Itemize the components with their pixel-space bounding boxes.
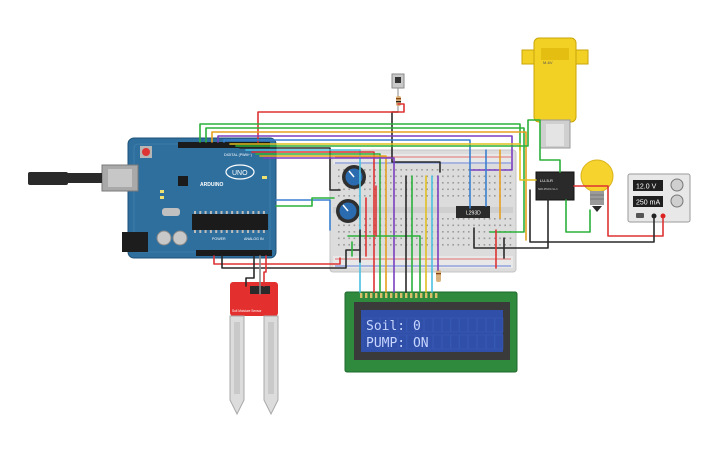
soil-moisture-sensor: Soil Moisture Sensor xyxy=(229,282,279,416)
arduino-brand-label: ARDUINO xyxy=(200,182,223,188)
relay-module: LU-5-R SRD-05VDC-SL-C xyxy=(535,171,575,201)
wire-9 xyxy=(235,119,561,173)
relay-sub-label: SRD-05VDC-SL-C xyxy=(538,188,558,191)
motor-label: M-6V xyxy=(543,60,553,65)
arduino-model-label: UNO xyxy=(232,170,248,177)
arduino-digital-label: DIGITAL (PWM~) xyxy=(224,153,252,157)
wire-15 xyxy=(263,157,395,293)
push-button[interactable] xyxy=(391,73,405,112)
arduino-analog-label: ANALOG IN xyxy=(244,237,264,241)
wire-8 xyxy=(229,143,537,181)
wire-2 xyxy=(257,103,405,143)
wire-14 xyxy=(259,155,387,293)
l293d-label: L293D xyxy=(466,211,481,217)
relay-label: LU-5-R xyxy=(540,178,553,183)
lcd-16x2-display: Soil: 0 PUMP: ON xyxy=(344,291,518,373)
arduino-power-label: POWER xyxy=(212,237,226,241)
potentiometer-top[interactable] xyxy=(342,165,366,189)
light-bulb xyxy=(580,159,614,212)
current-knob[interactable] xyxy=(670,194,684,208)
wire-18 xyxy=(213,255,341,265)
wire-33 xyxy=(565,199,591,233)
resistor-lcd xyxy=(436,270,441,282)
wire-4 xyxy=(205,127,525,233)
wire-17 xyxy=(275,197,335,207)
wire-21 xyxy=(245,255,255,287)
wire-5 xyxy=(211,131,527,241)
wire-16 xyxy=(275,199,331,231)
wire-10 xyxy=(239,147,341,191)
wire-19 xyxy=(221,249,361,269)
wire-34 xyxy=(573,185,664,237)
wire-12 xyxy=(251,151,375,293)
lcd-line-2: PUMP: ON xyxy=(366,336,429,351)
lcd-line-1: Soil: 0 xyxy=(366,319,421,334)
l293d-motor-driver: L293D xyxy=(456,206,490,218)
wire-22 xyxy=(263,255,267,287)
potentiometer-bottom[interactable] xyxy=(336,199,360,223)
wire-13 xyxy=(255,153,381,293)
supply-current-readout: 250 mA xyxy=(636,200,660,207)
supply-voltage-readout: 12.0 V xyxy=(636,184,657,191)
wire-35 xyxy=(529,189,655,243)
power-supply: 12.0 V 250 mA xyxy=(627,173,691,223)
soil-sensor-label: Soil Moisture Sensor xyxy=(232,309,262,313)
arduino-uno-board: ARDUINO UNO DIGITAL (PWM~) POWER ANALOG … xyxy=(28,137,277,259)
wire-7 xyxy=(223,139,471,209)
wire-23 xyxy=(347,235,421,293)
voltage-knob[interactable] xyxy=(670,178,684,192)
wire-3 xyxy=(199,123,521,151)
wire-30 xyxy=(473,199,549,249)
wiring xyxy=(199,103,664,295)
wire-6 xyxy=(217,135,513,171)
dc-gear-motor: M-6V xyxy=(521,37,589,149)
